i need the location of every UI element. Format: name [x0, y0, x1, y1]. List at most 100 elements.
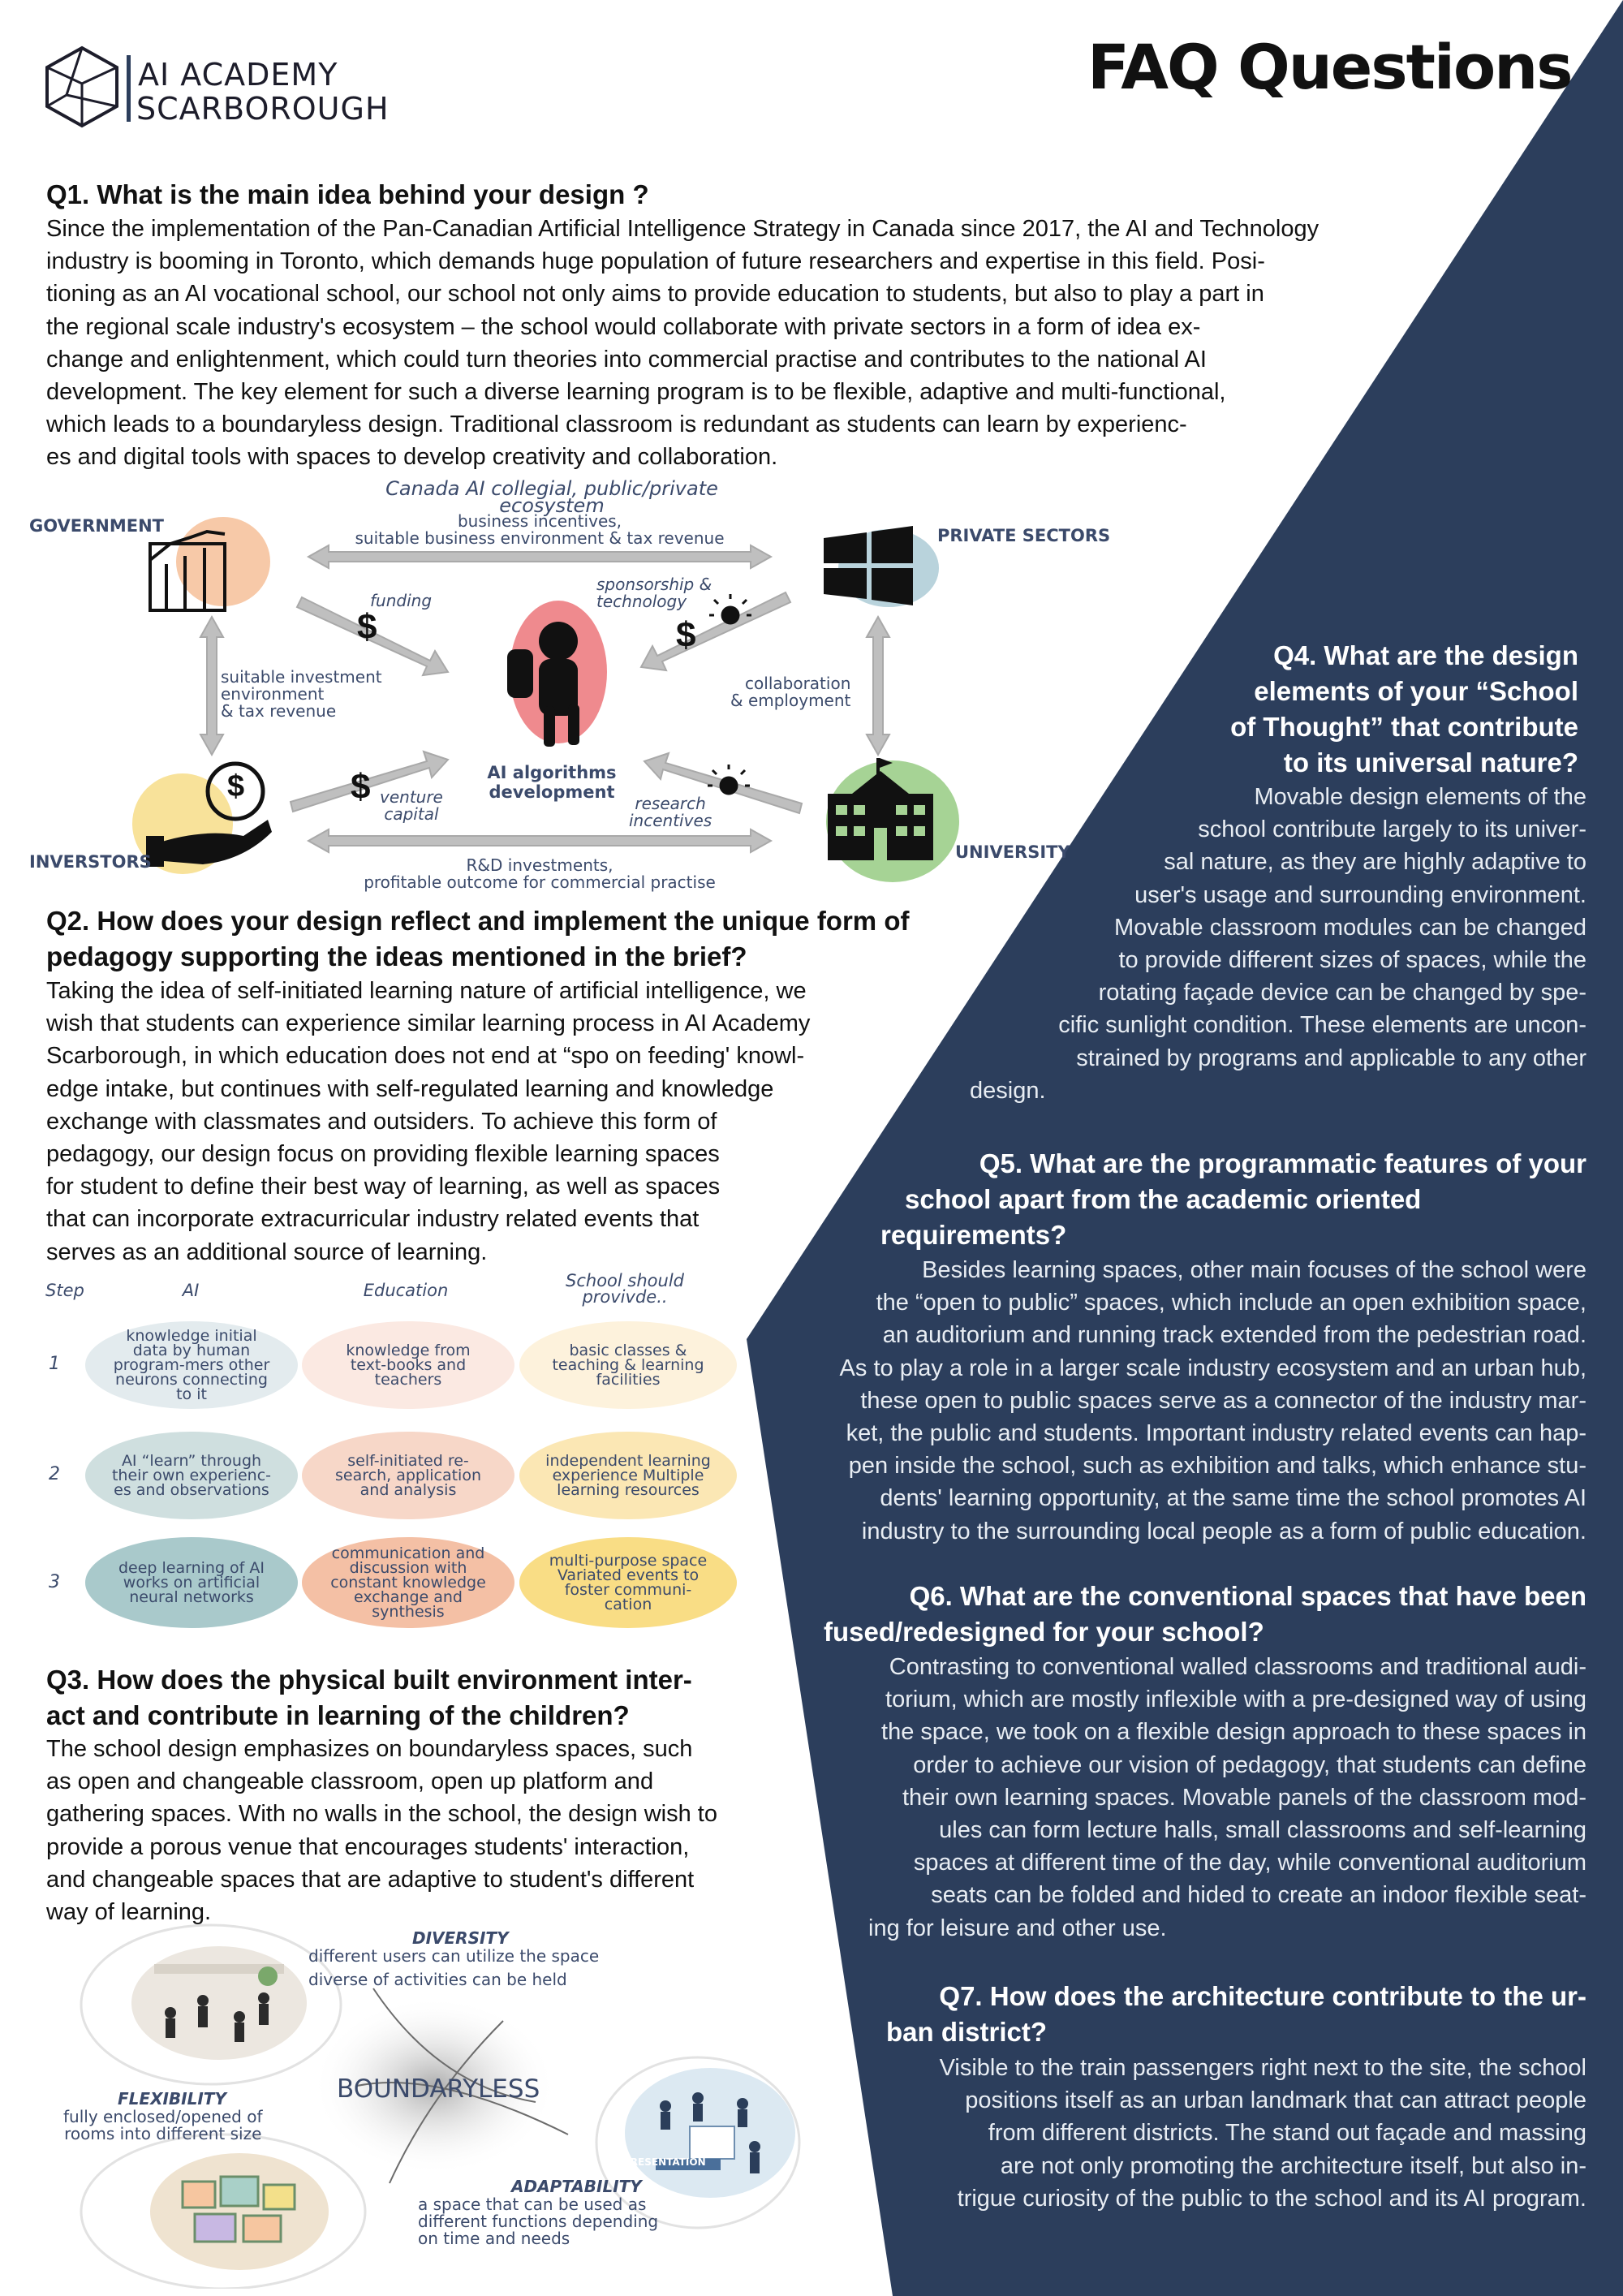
q6-line: ules can form lecture halls, small class…: [939, 1817, 1586, 1844]
q6-line: seats can be folded and hided to create …: [931, 1882, 1586, 1909]
label-investors: INVERSTORS: [29, 852, 152, 872]
q7-answer: Visible to the train passengers right ne…: [876, 2052, 1586, 2215]
academy-logo-icon: [45, 45, 118, 128]
table-head-school-line: provivde..: [582, 1287, 668, 1307]
q4-line: Movable design elements of the: [1254, 784, 1586, 810]
q1-line: change and enlightenment, which could tu…: [46, 346, 1207, 373]
arrow-label-funding: funding: [370, 591, 433, 610]
q4-line: Movable classroom modules can be changed: [1114, 914, 1586, 941]
q2-question-line: Q2. How does your design reflect and imp…: [46, 906, 910, 936]
table-cell-education: communication and discussion with consta…: [302, 1537, 514, 1628]
flexibility-desc-line: fully enclosed/opened of: [63, 2107, 263, 2126]
q5-question-line: Q5. What are the programmatic features o…: [979, 1148, 1586, 1178]
center-label-line: AI algorithms: [487, 763, 617, 782]
label-government: GOVERNMENT: [29, 516, 165, 536]
table-cell-ai: knowledge initial data by human program-…: [85, 1321, 298, 1409]
q7-line: positions itself as an urban landmark th…: [965, 2087, 1586, 2114]
label-university: UNIVERSITY: [955, 842, 1070, 862]
q2-line: serves as an additional source of learni…: [46, 1238, 488, 1265]
q3-line: and changeable spaces that are adaptive …: [46, 1866, 695, 1893]
logo-name-line2: SCARBOROUGH: [136, 91, 390, 127]
light-bulb-icon: [709, 594, 751, 625]
q3-question-line: Q3. How does the physical built environm…: [46, 1665, 692, 1695]
q1-line: which leads to a boundaryless design. Tr…: [46, 411, 1187, 438]
arrow-label-bottom-line: profitable outcome for commercial practi…: [364, 872, 716, 892]
q5-line: ket, the public and students. Important …: [846, 1420, 1586, 1447]
q3-question: Q3. How does the physical built environm…: [46, 1662, 692, 1734]
private-sector-windows-icon: [824, 526, 913, 605]
q2-question-line: pedagogy supporting the ideas mentioned …: [46, 941, 747, 971]
arrow-label-bottom: R&D investments, profitable outcome for …: [333, 857, 747, 891]
q4-line: school contribute largely to its univer-: [1198, 816, 1586, 843]
table-cell-school: multi-purpose space Variated events to f…: [519, 1537, 737, 1628]
q4-line: strained by programs and applicable to a…: [1076, 1045, 1586, 1071]
adaptability-desc: a space that can be used as different fu…: [418, 2196, 658, 2247]
arrow-label-right-line: & employment: [730, 691, 851, 710]
q6-answer: Contrasting to conventional walled class…: [820, 1651, 1586, 1945]
q2-answer: Taking the idea of self-initiated learni…: [46, 975, 923, 1269]
q5-line: industry to the surrounding local people…: [861, 1518, 1586, 1544]
q4-line: user's usage and surrounding environment…: [1134, 881, 1586, 908]
table-head-ai: AI: [182, 1281, 200, 1300]
q1-line: industry is booming in Toronto, which de…: [46, 248, 1265, 275]
q6-line: the space, we took on a flexible design …: [881, 1719, 1586, 1746]
government-building-icon: [149, 529, 226, 612]
table-row-number: 1: [49, 1354, 60, 1374]
q6-section: Q6. What are the conventional spaces tha…: [799, 1579, 1586, 1650]
diversity-desc-line: diverse of activities can be held: [308, 1970, 567, 1989]
q5-line: dents' learning opportunity, at the same…: [880, 1485, 1586, 1512]
arrow-label-left: suitable investment environment & tax re…: [221, 669, 382, 720]
arrow-label-sponsorship-line: technology: [596, 592, 687, 611]
arrow-label-sponsorship: sponsorship & technology: [596, 576, 712, 610]
q3-answer: The school design emphasizes on boundary…: [46, 1733, 858, 1928]
q2-line: pedagogy, our design focus on providing …: [46, 1141, 720, 1168]
q7-section: Q7. How does the architecture contribute…: [880, 1979, 1586, 2050]
q7-line: are not only promoting the architecture …: [1000, 2152, 1586, 2179]
dollar-icon-venture: $: [351, 767, 371, 807]
table-cell-education: self-initiated re-search, application an…: [302, 1432, 514, 1519]
arrow-label-research: research incentives: [629, 795, 712, 829]
q5-section: Q5. What are the programmatic features o…: [860, 1146, 1586, 1253]
table-cell-education: knowledge from text-books and teachers: [302, 1321, 514, 1409]
q3-question-line: act and contribute in learning of the ch…: [46, 1700, 630, 1730]
flexibility-desc-line: rooms into different size: [64, 2124, 262, 2143]
arrow-label-right: collaboration & employment: [730, 675, 850, 709]
table-head-school-line: School should: [566, 1271, 684, 1290]
dollar-icon-coin: $: [227, 769, 245, 803]
table-cell-ai: deep learning of AI works on artificial …: [85, 1537, 298, 1628]
q4-question-line: to its universal nature?: [1283, 747, 1578, 778]
q4-answer: Movable design elements of the school co…: [933, 781, 1586, 1107]
dollar-icon-funding: $: [357, 607, 377, 647]
q2-line: edge intake, but continues with self-reg…: [46, 1075, 774, 1102]
q2-line: wish that students can experience simila…: [46, 1010, 811, 1037]
arrow-label-top-line: business incentives,: [457, 511, 622, 531]
arrow-label-venture-line: capital: [384, 804, 439, 824]
q3-line: gathering spaces. With no walls in the s…: [46, 1801, 717, 1828]
q1-line: Since the implementation of the Pan-Cana…: [46, 216, 1319, 242]
q5-line: an auditorium and running track extended…: [882, 1322, 1586, 1349]
q1-line: the regional scale industry's ecosystem …: [46, 313, 1201, 340]
q7-line: from different districts. The stand out …: [988, 2120, 1586, 2147]
arrow-label-sponsorship-line: sponsorship &: [596, 575, 712, 594]
presentation-sign: PRESENTATION: [623, 2156, 706, 2168]
boundaryless-title: BOUNDARYLESS: [337, 2074, 540, 2104]
q5-line: As to play a role in a larger scale indu…: [839, 1355, 1586, 1381]
center-label-line: development: [489, 782, 615, 802]
ecosystem-diagram: [132, 517, 959, 882]
diversity-desc: different users can utilize the space di…: [308, 1948, 599, 1988]
q4-line: rotating façade device can be changed by…: [1098, 980, 1586, 1006]
table-head-school: School should provivde..: [536, 1271, 714, 1307]
logo-divider: [127, 55, 131, 122]
table-row-number: 2: [49, 1464, 60, 1484]
q4-question-line: elements of your “School: [1254, 676, 1578, 706]
table-cell-school: basic classes & teaching & learning faci…: [519, 1321, 737, 1409]
adaptability-label: ADAPTABILITY: [511, 2177, 642, 2196]
q5-answer: Besides learning spaces, other main focu…: [759, 1254, 1586, 1548]
q3-line: provide a porous venue that encourages s…: [46, 1833, 690, 1860]
flexibility-label: FLEXIBILITY: [118, 2089, 226, 2109]
q4-question-line: Q4. What are the design: [1273, 640, 1578, 670]
arrow-label-research-line: research: [635, 794, 706, 813]
q6-line: torium, which are mostly inflexible with…: [885, 1686, 1586, 1713]
q6-question-line: Q6. What are the conventional spaces tha…: [909, 1581, 1586, 1611]
